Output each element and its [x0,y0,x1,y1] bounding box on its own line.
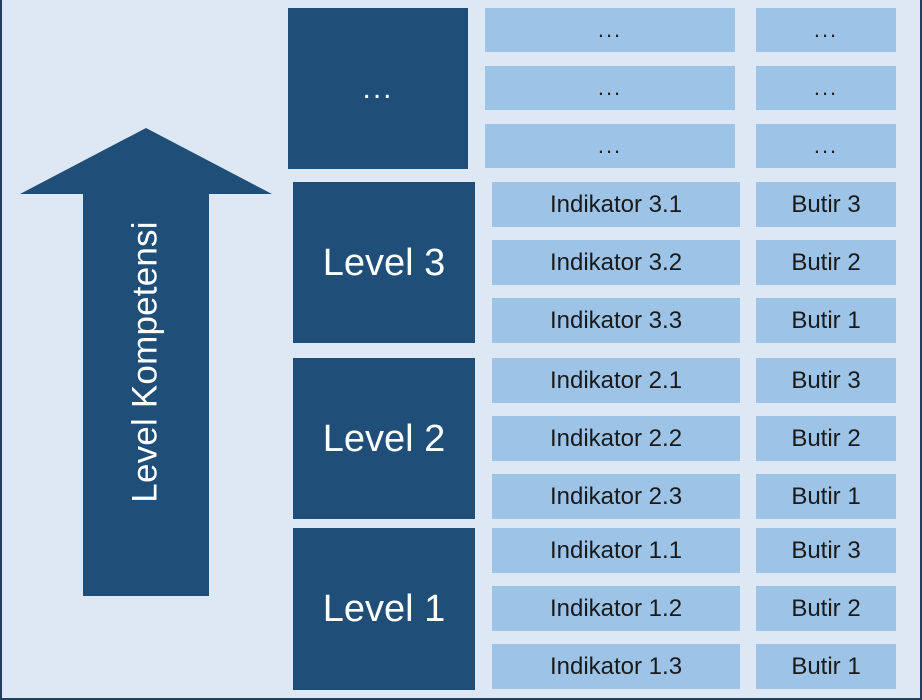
indikator-cell[interactable]: Indikator 2.2 [492,416,740,461]
level-box-2[interactable]: Level 2 [293,358,475,519]
butir-cell[interactable]: Butir 3 [756,528,896,573]
indikator-cell[interactable]: ... [485,124,735,168]
butir-cell[interactable]: ... [756,8,896,52]
level-group: ..................... [288,8,898,169]
butir-cell[interactable]: ... [756,66,896,110]
butir-cell[interactable]: Butir 2 [756,586,896,631]
butir-cell[interactable]: Butir 2 [756,240,896,285]
butir-cell[interactable]: Butir 3 [756,358,896,403]
indikator-cell[interactable]: Indikator 3.1 [492,182,740,227]
butir-cell[interactable]: Butir 1 [756,474,896,519]
level-box-3[interactable]: Level 1 [293,528,475,690]
butir-cell[interactable]: Butir 1 [756,644,896,689]
up-arrow-icon [20,128,272,596]
butir-cell[interactable]: Butir 2 [756,416,896,461]
butir-column: Butir 3 Butir 2 Butir 1 [756,528,896,690]
indikator-cell[interactable]: Indikator 2.3 [492,474,740,519]
indikator-cell[interactable]: ... [485,66,735,110]
butir-column: ......... [756,8,896,169]
competency-level-arrow: Level Kompetensi [20,128,272,596]
butir-column: Butir 3 Butir 2 Butir 1 [756,182,896,343]
indikator-cell[interactable]: Indikator 1.1 [492,528,740,573]
indikator-cell[interactable]: ... [485,8,735,52]
indikator-cell[interactable]: Indikator 2.1 [492,358,740,403]
butir-cell[interactable]: Butir 3 [756,182,896,227]
indikator-cell[interactable]: Indikator 3.2 [492,240,740,285]
indikator-cell[interactable]: Indikator 1.3 [492,644,740,689]
indikator-cell[interactable]: Indikator 3.3 [492,298,740,343]
indikator-column: ......... [485,8,735,169]
indikator-cell[interactable]: Indikator 1.2 [492,586,740,631]
level-box-ellipsis[interactable]: ... [288,8,468,169]
butir-cell[interactable]: ... [756,124,896,168]
level-box-1[interactable]: Level 3 [293,182,475,343]
butir-cell[interactable]: Butir 1 [756,298,896,343]
butir-column: Butir 3 Butir 2 Butir 1 [756,358,896,519]
